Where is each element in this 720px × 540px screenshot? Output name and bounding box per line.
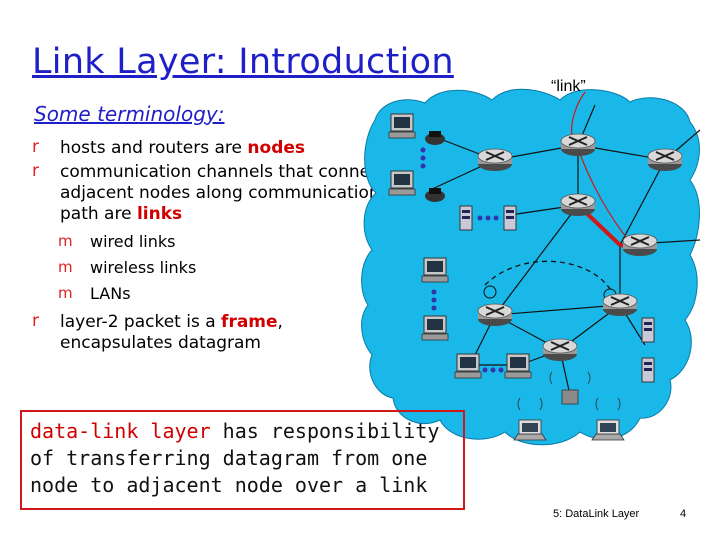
router-icon (602, 293, 638, 317)
slide-subtitle: Some terminology: (34, 102, 225, 126)
page-number: 4 (680, 508, 687, 520)
bullet-links-term: links (136, 204, 183, 224)
bullet-nodes: hosts and routers are nodes (32, 137, 392, 159)
router-icon (542, 338, 578, 362)
bullet-links-text: communication channels that connect adja… (60, 162, 387, 224)
server-icon (641, 317, 655, 343)
laptop-icon (591, 419, 625, 441)
slide-title: Link Layer: Introduction (32, 42, 454, 82)
desktop-computer-icon (421, 257, 449, 283)
laptop-icon (513, 419, 547, 441)
link-callout-label: “link” (551, 78, 586, 95)
bullet-list: hosts and routers are nodes communicatio… (32, 137, 392, 357)
desktop-computer-icon (388, 113, 416, 139)
definition-text: has responsibility of transferring datag… (30, 419, 440, 497)
bullet-nodes-text: hosts and routers are (60, 138, 248, 158)
desktop-computer-icon (388, 170, 416, 196)
bullet-frame-text: layer-2 packet is a (60, 312, 222, 332)
definition-term: data-link layer (30, 419, 211, 443)
router-icon (560, 193, 596, 217)
bullet-links: communication channels that connect adja… (32, 161, 392, 225)
sub-bullet-lans: LANs (32, 283, 392, 304)
bullet-nodes-term: nodes (247, 138, 306, 158)
router-icon (647, 148, 683, 172)
definition-box: data-link layer has responsibility of tr… (20, 410, 465, 510)
sub-bullet-wired: wired links (32, 231, 392, 252)
slide-footer: 5: DataLink Layer (553, 508, 640, 520)
bullet-frame-rest: , encapsulates datagram (60, 312, 283, 353)
router-icon (560, 133, 596, 157)
sub-bullet-wireless: wireless links (32, 257, 392, 278)
link-types-list: wired links wireless links LANs (32, 231, 392, 304)
server-icon (641, 357, 655, 383)
server-icon (459, 205, 473, 231)
server-icon (503, 205, 517, 231)
bullet-frame-term: frame (221, 312, 278, 332)
desktop-computer-icon (421, 315, 449, 341)
router-icon (477, 303, 513, 327)
desktop-computer-icon (504, 353, 532, 379)
bullet-frame: layer-2 packet is a frame, encapsulates … (32, 311, 392, 354)
access-point-icon (561, 389, 579, 405)
router-icon (477, 148, 513, 172)
desktop-computer-icon (454, 353, 482, 379)
router-icon (622, 233, 658, 257)
